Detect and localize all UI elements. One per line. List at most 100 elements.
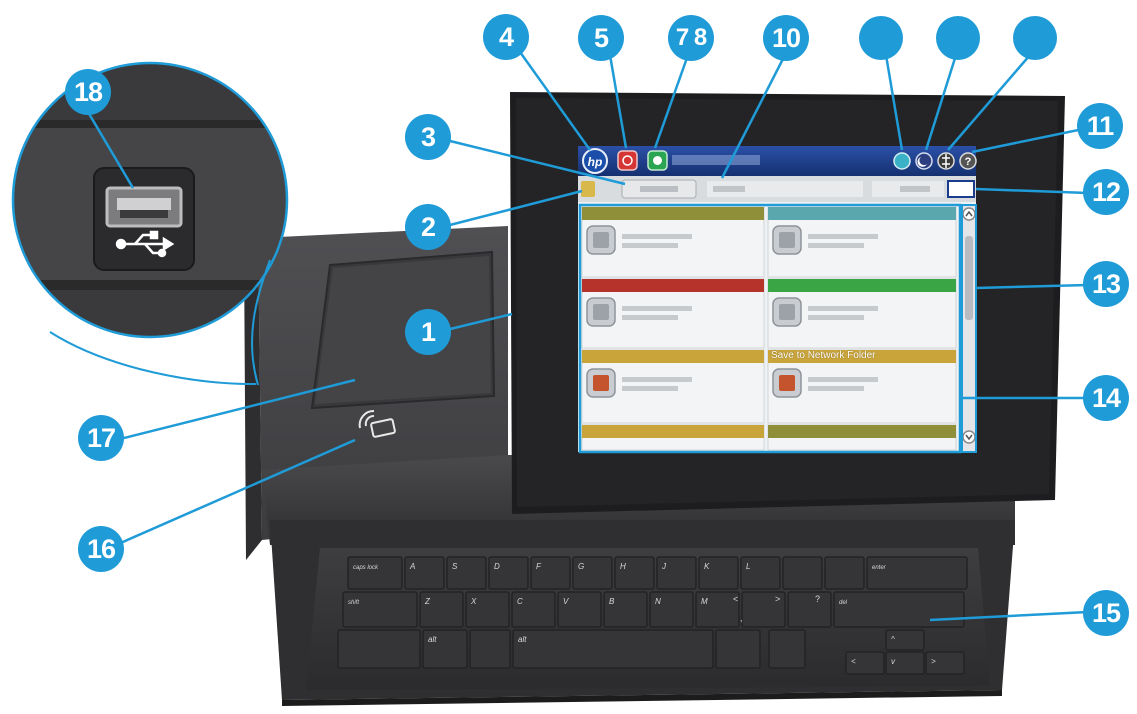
key[interactable]: G	[572, 556, 613, 590]
hp-logo-icon[interactable]	[582, 148, 608, 174]
key[interactable]: del	[833, 591, 965, 628]
nfc-icon	[358, 409, 396, 438]
home-screen-page-indicator[interactable]	[947, 180, 975, 198]
key[interactable]: X	[465, 591, 510, 628]
svg-text:enter: enter	[872, 565, 887, 571]
folder-icon	[772, 368, 802, 398]
key[interactable]: V	[557, 591, 602, 628]
key[interactable]: M	[695, 591, 740, 628]
hp-logo-text: hp	[588, 155, 603, 169]
reset-button[interactable]	[581, 181, 595, 197]
key-symbol: >	[775, 594, 780, 604]
svg-text:H: H	[620, 562, 626, 571]
stop-button[interactable]	[617, 150, 638, 171]
callout-10: 10	[763, 15, 809, 61]
key[interactable]	[741, 591, 786, 628]
key[interactable]: D	[488, 556, 529, 590]
scroll-thumb[interactable]	[965, 236, 973, 320]
copy-icon	[772, 225, 802, 255]
key[interactable]: C	[511, 591, 556, 628]
callout-12: 12	[1083, 169, 1129, 215]
key[interactable]: K	[698, 556, 739, 590]
tile[interactable]	[767, 278, 957, 349]
svg-text:J: J	[661, 562, 667, 571]
tile[interactable]	[581, 278, 765, 349]
usb-symbol-icon	[115, 230, 175, 258]
network-icon[interactable]	[893, 152, 911, 170]
key[interactable]: alt	[422, 629, 468, 669]
key[interactable]: Z	[419, 591, 464, 628]
svg-text:A: A	[409, 562, 415, 571]
callout-3: 3	[405, 114, 451, 160]
key[interactable]: alt	[512, 629, 714, 669]
svg-text:alt: alt	[428, 635, 437, 644]
key-symbol: <	[733, 594, 738, 604]
svg-text:M: M	[701, 597, 708, 606]
callout-7-8: 7 8	[668, 15, 714, 61]
key[interactable]	[469, 629, 511, 669]
svg-text:v: v	[891, 657, 896, 666]
svg-text:D: D	[494, 562, 500, 571]
document-icon	[586, 225, 616, 255]
svg-text:Z: Z	[424, 597, 431, 606]
svg-text:<: <	[851, 657, 856, 666]
svg-text:caps lock: caps lock	[353, 565, 379, 571]
key[interactable]: enter	[866, 556, 968, 590]
callout-17: 17	[78, 415, 124, 461]
callout-14: 14	[1083, 375, 1129, 421]
svg-text:X: X	[470, 597, 477, 606]
tile[interactable]	[767, 424, 957, 451]
callout-unnumbered	[859, 16, 903, 60]
key-symbol: ?	[815, 594, 820, 604]
callout-1: 1	[405, 309, 451, 355]
key[interactable]: ^	[885, 629, 925, 651]
key[interactable]: v	[885, 651, 925, 675]
callout-unnumbered	[1013, 16, 1057, 60]
key[interactable]	[337, 629, 421, 669]
leader-lines	[86, 51, 1089, 622]
envelope-icon	[772, 297, 802, 327]
scroll-down-icon[interactable]	[962, 430, 976, 444]
key[interactable]: <	[845, 651, 885, 675]
svg-text:L: L	[746, 562, 750, 571]
tile-grid	[581, 206, 957, 451]
key[interactable]: A	[404, 556, 445, 590]
key[interactable]	[787, 591, 832, 628]
key[interactable]	[768, 629, 806, 669]
scroll-up-icon[interactable]	[962, 207, 976, 221]
key[interactable]: L	[740, 556, 781, 590]
svg-text:shift: shift	[348, 600, 359, 606]
key[interactable]: >	[925, 651, 965, 675]
key[interactable]: caps lock	[347, 556, 403, 590]
svg-text:del: del	[839, 600, 848, 606]
help-icon[interactable]	[959, 152, 977, 170]
svg-text:^: ^	[891, 635, 895, 644]
scrollbar[interactable]	[962, 205, 976, 452]
tile[interactable]	[581, 349, 765, 424]
printer-icon	[586, 297, 616, 327]
key[interactable]	[782, 556, 823, 590]
svg-text:V: V	[563, 597, 569, 606]
callout-11: 11	[1077, 103, 1123, 149]
key[interactable]: F	[530, 556, 571, 590]
tile[interactable]	[581, 424, 765, 451]
key[interactable]	[715, 629, 761, 669]
key[interactable]: B	[603, 591, 648, 628]
key[interactable]: J	[656, 556, 697, 590]
callout-unnumbered	[936, 16, 980, 60]
key[interactable]: N	[649, 591, 694, 628]
key[interactable]: S	[446, 556, 487, 590]
key[interactable]: H	[614, 556, 655, 590]
tile[interactable]	[767, 349, 957, 424]
card-reader-pad	[310, 250, 496, 410]
tile[interactable]	[767, 206, 957, 278]
key[interactable]: shift	[342, 591, 418, 628]
svg-text:>: >	[931, 657, 936, 666]
tile-label: Save to Network Folder	[771, 350, 876, 361]
svg-text:B: B	[609, 597, 615, 606]
tile[interactable]	[581, 206, 765, 278]
key[interactable]	[824, 556, 865, 590]
svg-text:K: K	[704, 562, 710, 571]
svg-text:G: G	[578, 562, 584, 571]
